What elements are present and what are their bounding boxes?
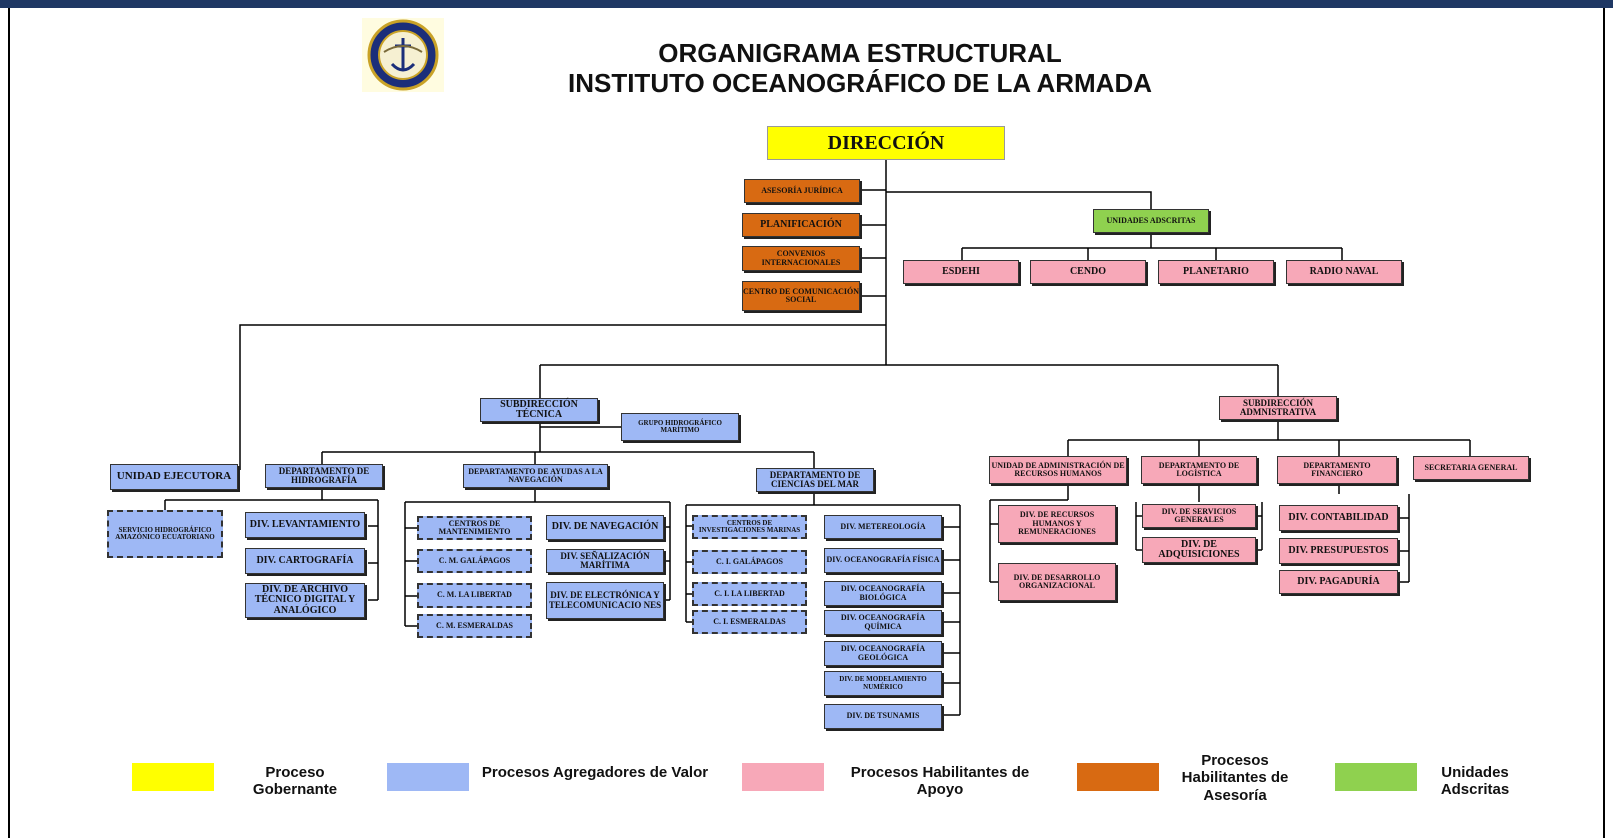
planificacion-box: PLANIFICACIÓN: [742, 213, 860, 237]
cm-galapagos-box: C. M. GALÁPAGOS: [417, 549, 532, 573]
div-levantamiento-box: DIV. LEVANTAMIENTO: [245, 512, 365, 538]
subdireccion-tecnica-box: SUBDIRECCIÓN TÉCNICA: [480, 398, 598, 422]
ci-galapagos-box: C. I. GALÁPAGOS: [692, 550, 807, 574]
legend-swatch-gobernante: [132, 763, 214, 791]
unidad-recursos-humanos-box: UNIDAD DE ADMINISTRACIÓN DE RECURSOS HUM…: [989, 456, 1127, 484]
departamento-ciencias-mar-box: DEPARTAMENTO DE CIENCIAS DEL MAR: [756, 468, 874, 492]
div-navegacion-box: DIV. DE NAVEGACIÓN: [546, 515, 664, 540]
div-meteorologia-box: DIV. METEREOLOGÍA: [824, 515, 942, 539]
cm-esmeraldas-box: C. M. ESMERALDAS: [417, 614, 532, 638]
div-electronica-box: DIV. DE ELECTRÓNICA Y TELECOMUNICACIO NE…: [546, 582, 664, 619]
legend-label-apoyo: Procesos Habilitantes de Apoyo: [850, 764, 1030, 799]
direccion-box: DIRECCIÓN: [767, 126, 1005, 160]
div-oceanografia-quimica-box: DIV. OCEANOGRAFÍA QUÍMICA: [824, 610, 942, 635]
div-tsunamis-box: DIV. DE TSUNAMIS: [824, 704, 942, 729]
ci-esmeraldas-box: C. I. ESMERALDAS: [692, 610, 807, 634]
legend-label-gobernante: Proceso Gobernante: [252, 764, 338, 799]
subdireccion-administrativa-box: SUBDIRECCIÓN ADMNISTRATIVA: [1219, 396, 1337, 420]
ci-libertad-box: C. I. LA LIBERTAD: [692, 582, 807, 606]
centros-mantenimiento-box: CENTROS DE MANTENIMIENTO: [417, 516, 532, 540]
legend-swatch-adscritas: [1335, 763, 1417, 791]
convenios-box: CONVENIOS INTERNACIONALES: [742, 246, 860, 271]
div-adquisiciones-box: DIV. DE ADQUISICIONES: [1142, 537, 1256, 563]
centros-investigaciones-box: CENTROS DE INVESTIGACIONES MARINAS: [692, 515, 807, 539]
legend-swatch-agregadores: [387, 763, 469, 791]
page-frame: [8, 8, 1605, 838]
departamento-hidrografia-box: DEPARTAMENTO DE HIDROGRAFÍA: [265, 464, 383, 488]
radio-naval-box: RADIO NAVAL: [1286, 260, 1402, 284]
div-pagaduria-box: DIV. PAGADURÍA: [1279, 570, 1398, 594]
div-oceanografia-fisica-box: DIV. OCEANOGRAFÍA FÍSICA: [824, 548, 942, 573]
legend-label-adscritas: Unidades Adscritas: [1440, 764, 1510, 799]
page-title-line2: INSTITUTO OCEANOGRÁFICO DE LA ARMADA: [567, 68, 1153, 98]
departamento-financiero-box: DEPARTAMENTO FINANCIERO: [1277, 456, 1397, 484]
comunicacion-social-box: CENTRO DE COMUNICACIÓN SOCIAL: [742, 281, 860, 311]
servicio-hidrografico-box: SERVICIO HIDROGRÁFICO AMAZÓNICO ECUATORI…: [107, 510, 223, 558]
unidad-ejecutora-box: UNIDAD EJECUTORA: [110, 464, 238, 490]
planetario-box: PLANETARIO: [1158, 260, 1274, 284]
armada-logo: [362, 18, 444, 92]
div-contabilidad-box: DIV. CONTABILIDAD: [1279, 505, 1398, 531]
div-servicios-generales-box: DIV. DE SERVICIOS GENERALES: [1142, 504, 1256, 528]
top-border: [0, 0, 1613, 8]
div-senalizacion-box: DIV. SEÑALIZACIÓN MARÍTIMA: [546, 549, 664, 573]
cm-libertad-box: C. M. LA LIBERTAD: [417, 583, 532, 608]
cendo-box: CENDO: [1030, 260, 1146, 284]
departamento-logistica-box: DEPARTAMENTO DE LOGÍSTICA: [1141, 456, 1257, 484]
esdehi-box: ESDEHI: [903, 260, 1019, 284]
asesoria-juridica-box: ASESORÍA JURÍDICA: [744, 179, 860, 203]
legend-label-asesoria: Procesos Habilitantes de Asesoría: [1181, 752, 1289, 804]
div-oceanografia-biologica-box: DIV. OCEANOGRAFÍA BIOLÓGICA: [824, 581, 942, 606]
div-desarrollo-organizacional-box: DIV. DE DESARROLLO ORGANIZACIONAL: [998, 563, 1116, 601]
legend-swatch-asesoria: [1077, 763, 1159, 791]
legend-swatch-apoyo: [742, 763, 824, 791]
div-archivo-tecnico-box: DIV. DE ARCHIVO TÉCNICO DIGITAL Y ANALÓG…: [245, 583, 365, 618]
div-presupuestos-box: DIV. PRESUPUESTOS: [1279, 538, 1398, 564]
div-recursos-humanos-box: DIV. DE RECURSOS HUMANOS Y REMUNERACIONE…: [998, 505, 1116, 543]
unidades-adscritas-box: UNIDADES ADSCRITAS: [1093, 209, 1209, 233]
legend-label-agregadores: Procesos Agregadores de Valor: [481, 764, 709, 781]
departamento-ayudas-navegacion-box: DEPARTAMENTO DE AYUDAS A LA NAVEGACIÓN: [463, 464, 608, 488]
div-modelamiento-box: DIV. DE MODELAMIENTO NUMÉRICO: [824, 671, 942, 696]
page-title-line1: ORGANIGRAMA ESTRUCTURAL: [658, 38, 1062, 68]
div-oceanografia-geologica-box: DIV. OCEANOGRAFÍA GEOLÓGICA: [824, 641, 942, 666]
secretaria-general-box: SECRETARIA GENERAL: [1413, 456, 1529, 480]
grupo-hidrografico-box: GRUPO HIDROGRÁFICO MARÍTIMO: [621, 413, 739, 441]
div-cartografia-box: DIV. CARTOGRAFÍA: [245, 548, 365, 574]
